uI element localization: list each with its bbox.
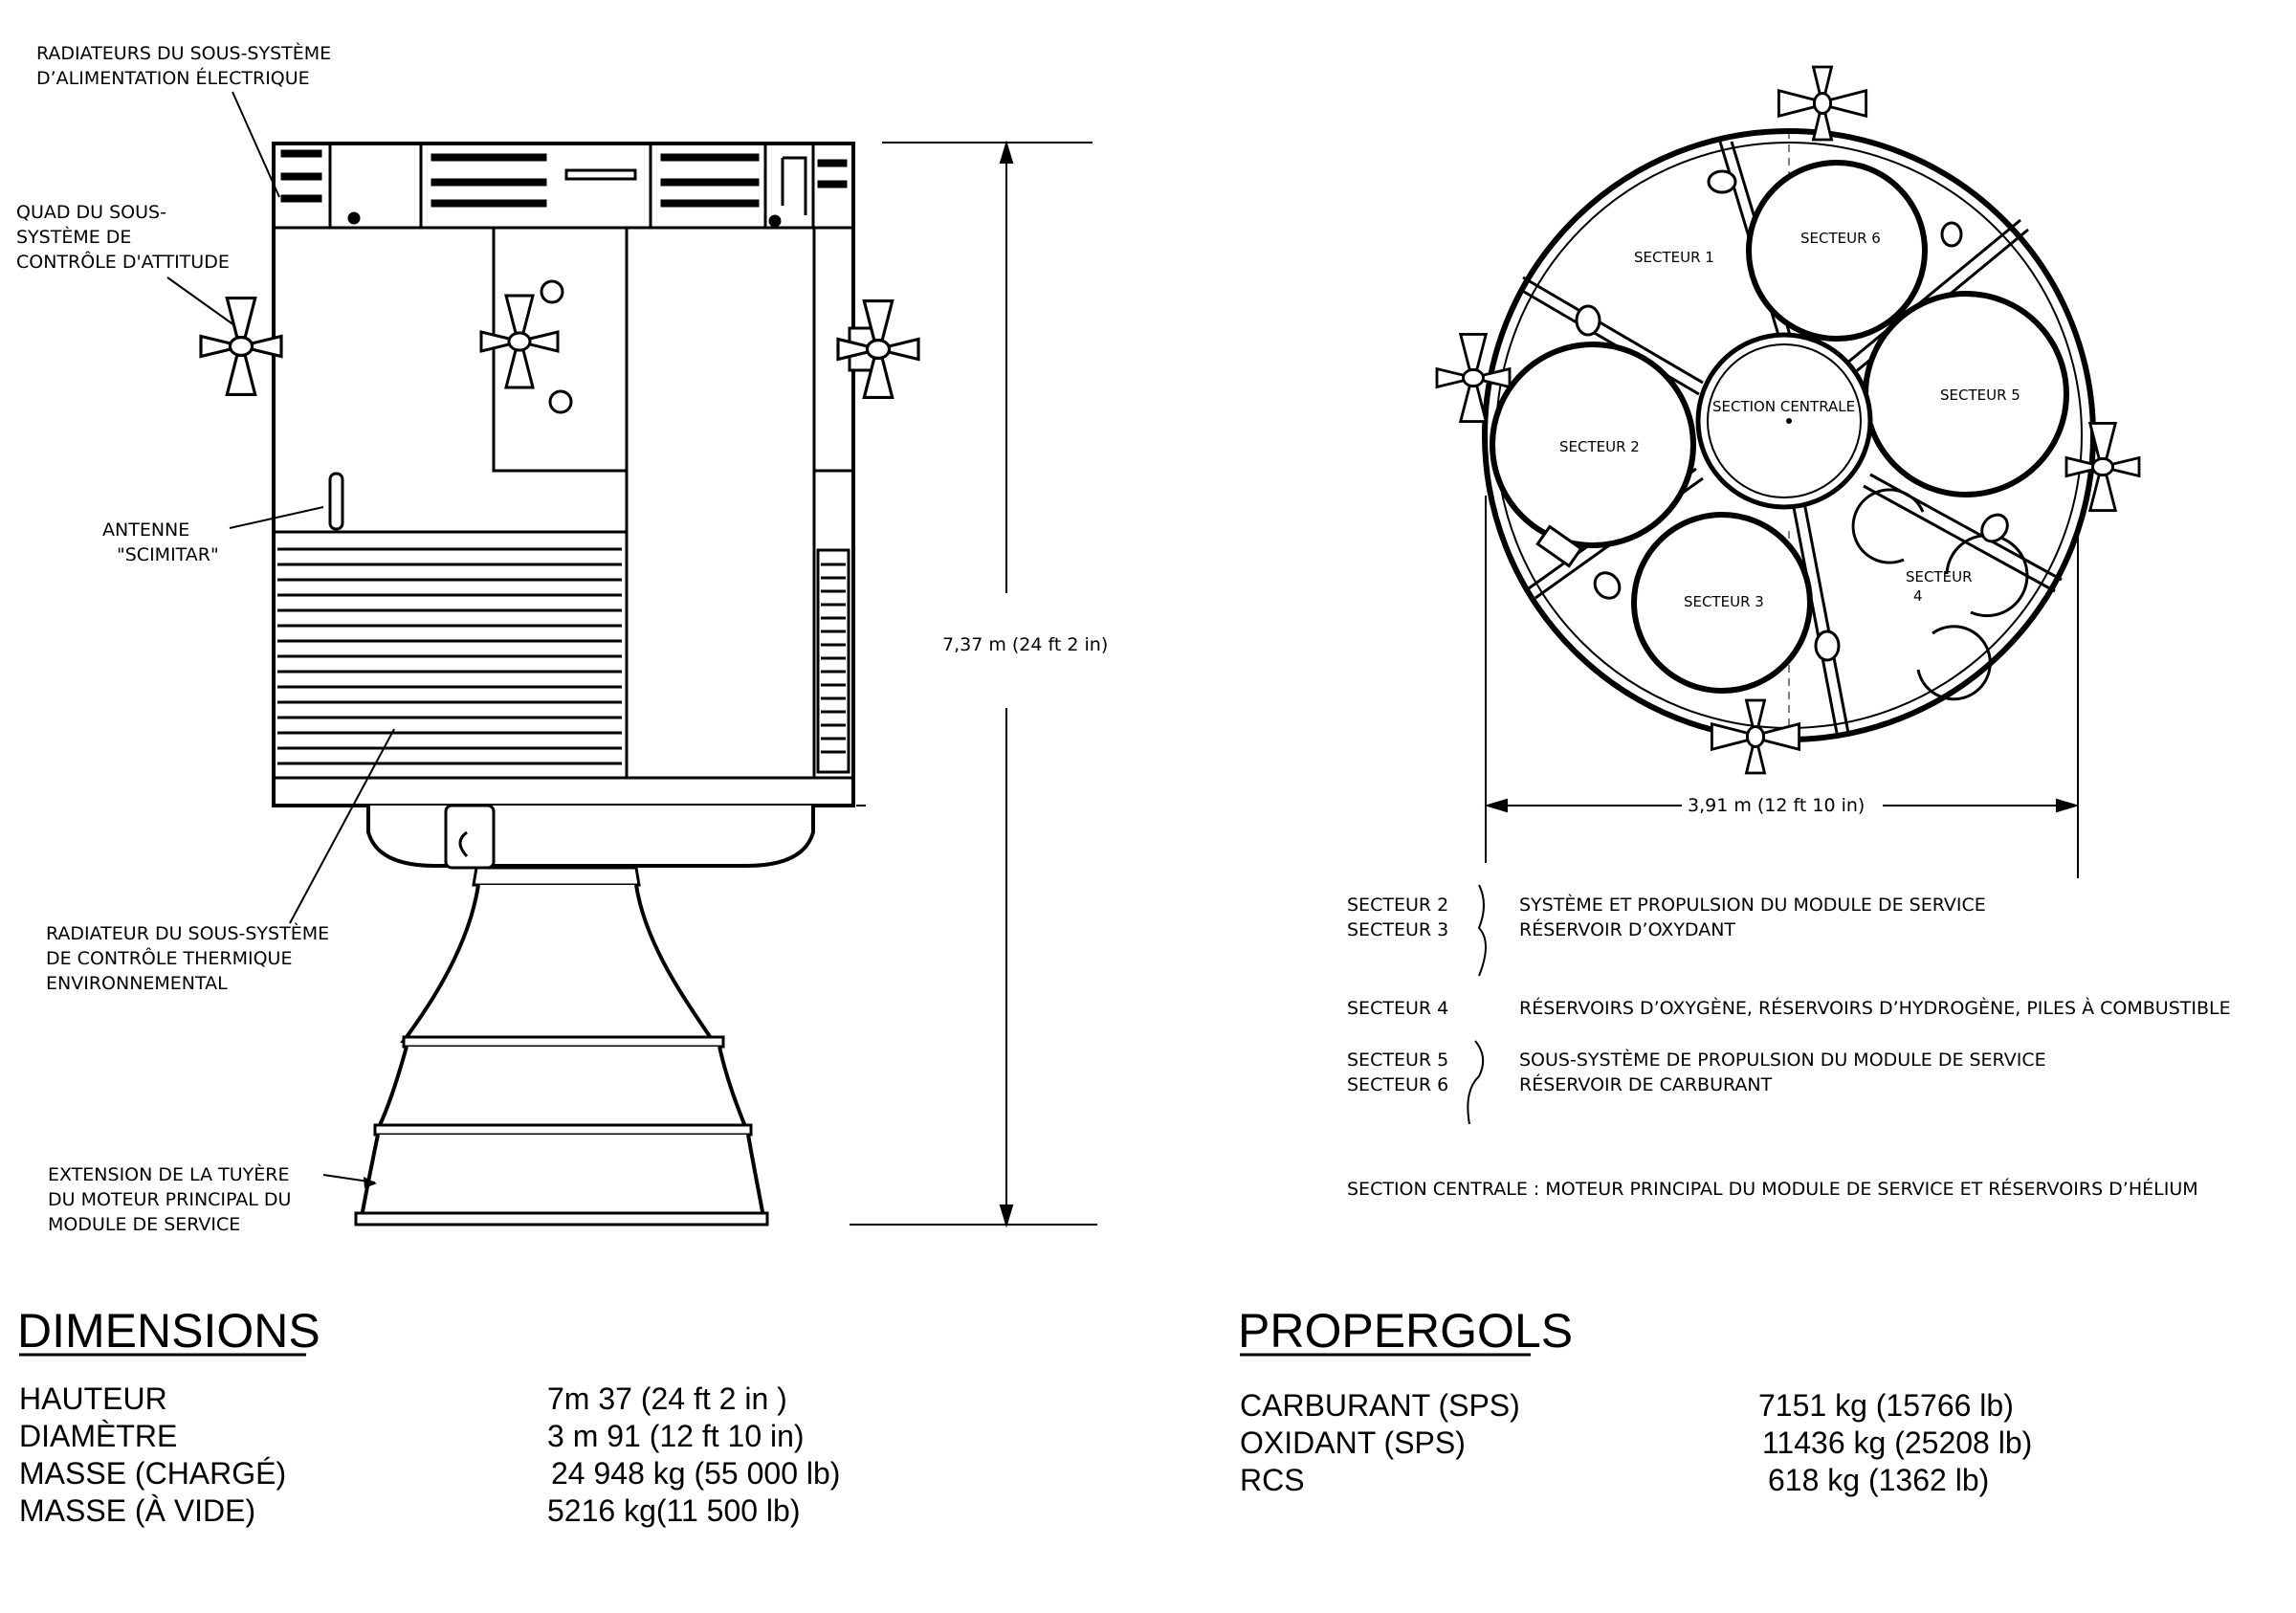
main-engine-nozzle	[354, 866, 769, 1226]
svg-text:ENVIRONNEMENTAL: ENVIRONNEMENTAL	[46, 973, 228, 994]
propellants-table: PROPERGOLS CARBURANT (SPS) 7151 kg (1576…	[1238, 1304, 2032, 1497]
rcs-quad-right-icon	[836, 299, 920, 399]
svg-text:DE CONTRÔLE THERMIQUE: DE CONTRÔLE THERMIQUE	[46, 946, 292, 969]
svg-text:7151 kg (15766 lb): 7151 kg (15766 lb)	[1758, 1388, 2014, 1423]
svg-text:RADIATEUR DU SOUS-SYSTÈME: RADIATEUR DU SOUS-SYSTÈME	[46, 922, 329, 944]
label-sector-5: SECTEUR 5	[1940, 387, 2020, 404]
label-sector-4-num: 4	[1913, 587, 1923, 605]
side-radiator-strip	[816, 548, 850, 774]
label-center: SECTION CENTRALE	[1712, 398, 1855, 415]
tank-sector-3	[1631, 512, 1813, 694]
callout-radiator-thermal: RADIATEUR DU SOUS-SYSTÈME DE CONTRÔLE TH…	[46, 728, 395, 994]
svg-text:24 948 kg (55 000 lb): 24 948 kg (55 000 lb)	[551, 1456, 840, 1491]
svg-text:SOUS-SYSTÈME DE PROPULSION DU: SOUS-SYSTÈME DE PROPULSION DU MODULE DE …	[1519, 1049, 2046, 1071]
svg-text:SECTEUR 6: SECTEUR 6	[1347, 1074, 1448, 1095]
label-sector-6: SECTEUR 6	[1800, 230, 1881, 247]
svg-text:RÉSERVOIRS D’OXYGÈNE, RÉSERVOI: RÉSERVOIRS D’OXYGÈNE, RÉSERVOIRS D’HYDRO…	[1519, 997, 2231, 1019]
callout-nozzle-extension: EXTENSION DE LA TUYÈRE DU MOTEUR PRINCIP…	[48, 1163, 377, 1235]
svg-text:D’ALIMENTATION ÉLECTRIQUE: D’ALIMENTATION ÉLECTRIQUE	[36, 67, 310, 89]
svg-text:CARBURANT (SPS): CARBURANT (SPS)	[1240, 1388, 1520, 1423]
svg-text:SECTEUR 4: SECTEUR 4	[1347, 998, 1448, 1019]
svg-text:DU MOTEUR PRINCIPAL DU: DU MOTEUR PRINCIPAL DU	[48, 1189, 291, 1210]
svg-text:MASSE (CHARGÉ): MASSE (CHARGÉ)	[19, 1456, 286, 1491]
svg-text:EXTENSION DE LA TUYÈRE: EXTENSION DE LA TUYÈRE	[48, 1163, 289, 1185]
dimensions-table: DIMENSIONS HAUTEUR 7m 37 (24 ft 2 in ) D…	[17, 1304, 840, 1528]
engine-fairing	[366, 806, 815, 868]
module-body	[272, 142, 855, 807]
svg-text:OXIDANT (SPS): OXIDANT (SPS)	[1240, 1425, 1466, 1460]
label-sector-4: SECTEUR	[1906, 568, 1973, 586]
svg-text:5216 kg(11 500 lb): 5216 kg(11 500 lb)	[547, 1493, 800, 1528]
sector-legend: SECTEUR 2 SECTEUR 3 SYSTÈME ET PROPULSIO…	[1347, 884, 2231, 1200]
diameter-dimension	[1484, 496, 2080, 878]
height-dimension	[850, 140, 1097, 1228]
thermal-radiator-fins	[277, 547, 622, 765]
svg-text:RÉSERVOIR D’OXYDANT: RÉSERVOIR D’OXYDANT	[1519, 918, 1735, 940]
top-radiator-band	[280, 144, 848, 228]
callout-antenna: ANTENNE "SCIMITAR"	[102, 506, 324, 565]
svg-text:618 kg (1362 lb): 618 kg (1362 lb)	[1768, 1463, 1989, 1497]
top-view: SECTEUR 1 SECTEUR 6 SECTEUR 5 SECTEUR 2 …	[1435, 65, 2141, 878]
dimensions-heading: DIMENSIONS	[17, 1304, 320, 1358]
svg-text:3 m 91 (12 ft 10 in): 3 m 91 (12 ft 10 in)	[547, 1419, 805, 1453]
tank-sector-6	[1746, 160, 1928, 342]
scimitar-antenna	[328, 472, 344, 531]
rcs-quad-left-icon	[199, 297, 283, 396]
height-label: 7,37 m (24 ft 2 in)	[942, 634, 1108, 655]
svg-text:SYSTÈME DE: SYSTÈME DE	[16, 226, 131, 248]
port-icon	[548, 389, 573, 414]
svg-text:ANTENNE: ANTENNE	[102, 519, 189, 541]
label-sector-3: SECTEUR 3	[1684, 593, 1764, 610]
svg-text:CONTRÔLE D'ATTITUDE: CONTRÔLE D'ATTITUDE	[16, 250, 230, 273]
port-icon	[540, 279, 564, 304]
callout-rcs-quad: QUAD DU SOUS- SYSTÈME DE CONTRÔLE D'ATTI…	[16, 202, 235, 326]
callout-radiators-power: RADIATEURS DU SOUS-SYSTÈME D’ALIMENTATIO…	[36, 42, 331, 198]
svg-text:MASSE (À VIDE): MASSE (À VIDE)	[19, 1493, 255, 1528]
svg-text:SECTEUR 5: SECTEUR 5	[1347, 1050, 1448, 1071]
tank-sector-2	[1490, 342, 1696, 548]
svg-text:SECTEUR 3: SECTEUR 3	[1347, 919, 1448, 940]
label-sector-2: SECTEUR 2	[1559, 438, 1640, 455]
sector-4-tanks	[1851, 488, 2029, 701]
svg-text:SECTEUR 2: SECTEUR 2	[1347, 895, 1448, 916]
label-sector-1: SECTEUR 1	[1634, 249, 1714, 266]
propellants-heading: PROPERGOLS	[1238, 1304, 1573, 1358]
svg-text:QUAD DU SOUS-: QUAD DU SOUS-	[16, 202, 166, 223]
svg-text:RCS: RCS	[1240, 1463, 1305, 1497]
tank-center	[1695, 332, 1873, 510]
svg-text:RADIATEURS DU SOUS-SYSTÈME: RADIATEURS DU SOUS-SYSTÈME	[36, 42, 331, 64]
svg-text:RÉSERVOIR DE CARBURANT: RÉSERVOIR DE CARBURANT	[1519, 1073, 1773, 1095]
svg-text:MODULE DE SERVICE: MODULE DE SERVICE	[48, 1214, 240, 1235]
svg-text:11436 kg (25208 lb): 11436 kg (25208 lb)	[1762, 1425, 2032, 1460]
svg-text:"SCIMITAR": "SCIMITAR"	[117, 544, 219, 565]
svg-text:DIAMÈTRE: DIAMÈTRE	[19, 1419, 177, 1453]
side-view: 7,37 m (24 ft 2 in) RADIATEURS DU SOUS-S…	[16, 42, 1108, 1235]
diameter-label: 3,91 m (12 ft 10 in)	[1688, 795, 1865, 816]
legend-center: SECTION CENTRALE : MOTEUR PRINCIPAL DU M…	[1347, 1178, 2198, 1200]
svg-text:7m 37 (24 ft 2 in ): 7m 37 (24 ft 2 in )	[547, 1381, 787, 1416]
svg-text:SYSTÈME ET PROPULSION DU MODUL: SYSTÈME ET PROPULSION DU MODULE DE SERVI…	[1519, 894, 1986, 916]
svg-text:HAUTEUR: HAUTEUR	[19, 1381, 167, 1416]
